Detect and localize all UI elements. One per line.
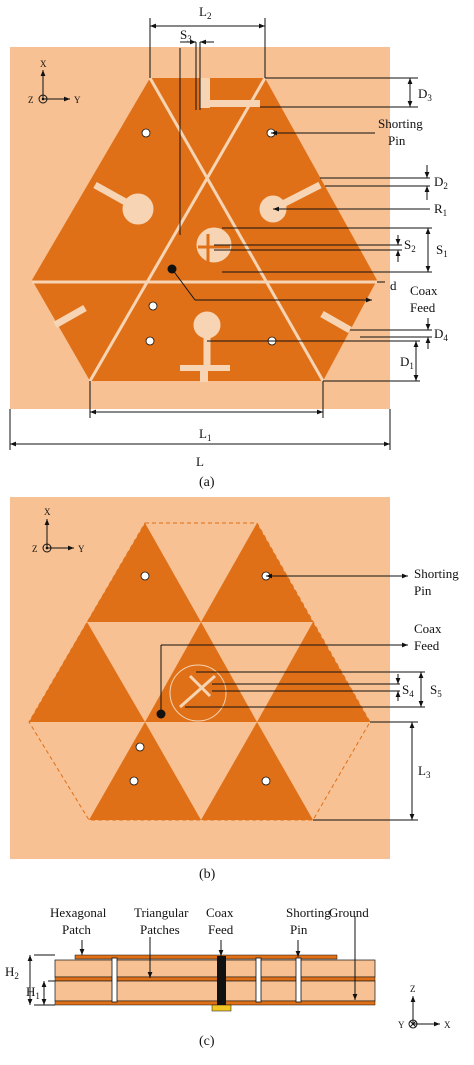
spoke-stubs [53,181,352,368]
caption-c: (c) [199,1034,215,1049]
label-shorting-pin-b-2: Pin [414,583,432,598]
label-coax-feed-a-1: Coax [410,283,438,298]
label-coax-feed-a-2: Feed [410,300,436,315]
dim-R1: R1 [434,201,447,218]
dim-S5: S5 [430,682,442,699]
axis-indicator-b: X Y Z [32,507,85,554]
dimension-lines-c [27,916,358,1006]
label-hexagonal-patch-2: Patch [62,922,91,937]
panel-c: Z Y X Hexagonal Patch Triangular Patches… [5,905,451,1049]
dim-L3: L3 [418,763,431,780]
label-triangular-patches-2: Patches [140,922,180,937]
axis-y-label-b: Y [78,544,85,554]
dim-D1: D1 [400,354,414,371]
notch-slots [180,78,260,382]
label-coax-feed-b-2: Feed [414,638,440,653]
axis-y-label-a: Y [74,95,81,105]
label-hexagonal-patch-1: Hexagonal [50,905,107,920]
feed-cross-slot [179,674,216,709]
feed-circle-b [169,664,227,722]
coax-feed-probe [217,956,226,1005]
lower-substrate [54,980,376,1002]
ground-plane [54,1000,376,1006]
shorting-pins-c [111,957,302,1003]
dim-S4: S4 [402,682,414,699]
dim-H1: H1 [26,984,40,1001]
axis-x-label-a: X [40,59,47,69]
dimension-lines-b [160,573,425,821]
label-shorting-pin-c-1: Shorting [286,905,331,920]
upper-substrate [54,959,376,978]
label-shorting-pin-c-2: Pin [290,922,308,937]
dim-S3: S3 [180,27,192,44]
hexagonal-patch [32,78,377,381]
label-coax-feed-b-1: Coax [414,621,442,636]
caption-a: (a) [199,475,215,490]
axis-y-label-c: Y [398,1020,405,1030]
dim-L2: L2 [199,4,211,21]
label-shorting-pin-a-2: Pin [388,133,406,148]
label-ground: Ground [329,905,369,920]
axis-x-label-b: X [44,507,51,517]
axis-x-label-c: X [444,1020,451,1030]
label-coax-feed-c-1: Coax [206,905,234,920]
label-shorting-pin-a-1: Shorting [378,116,423,131]
dim-S2: S2 [404,237,416,254]
dim-L: L [196,454,204,469]
coax-connector [211,1004,232,1012]
label-coax-feed-c-2: Feed [208,922,234,937]
caption-b: (b) [199,867,216,882]
axis-z-label-b: Z [32,544,38,554]
dimension-lines-a [9,18,432,450]
dim-S1: S1 [436,242,448,259]
axis-z-label-a: Z [28,95,34,105]
axis-indicator-a: X Y Z [28,59,81,105]
label-shorting-pin-b-1: Shorting [414,566,459,581]
dim-D2: D2 [434,174,448,191]
panel-b: X Y Z Shorting Pin Coax Feed S4 S5 L3 (b… [10,497,459,882]
dim-D4: D4 [434,326,448,343]
hexagonal-patch-layer [74,954,338,960]
triangular-patches-layer [54,976,376,982]
label-triangular-patches-1: Triangular [134,905,189,920]
dim-H2: H2 [5,964,19,981]
axis-indicator-c: Z Y X [398,984,451,1030]
slot-lines [32,77,377,382]
dim-d: d [390,278,397,293]
dim-D3: D3 [418,86,432,103]
dim-L1: L1 [199,426,211,443]
panel-a: X Y Z [9,4,448,490]
axis-z-label-c: Z [410,984,416,994]
shorting-pins-a [141,128,277,346]
